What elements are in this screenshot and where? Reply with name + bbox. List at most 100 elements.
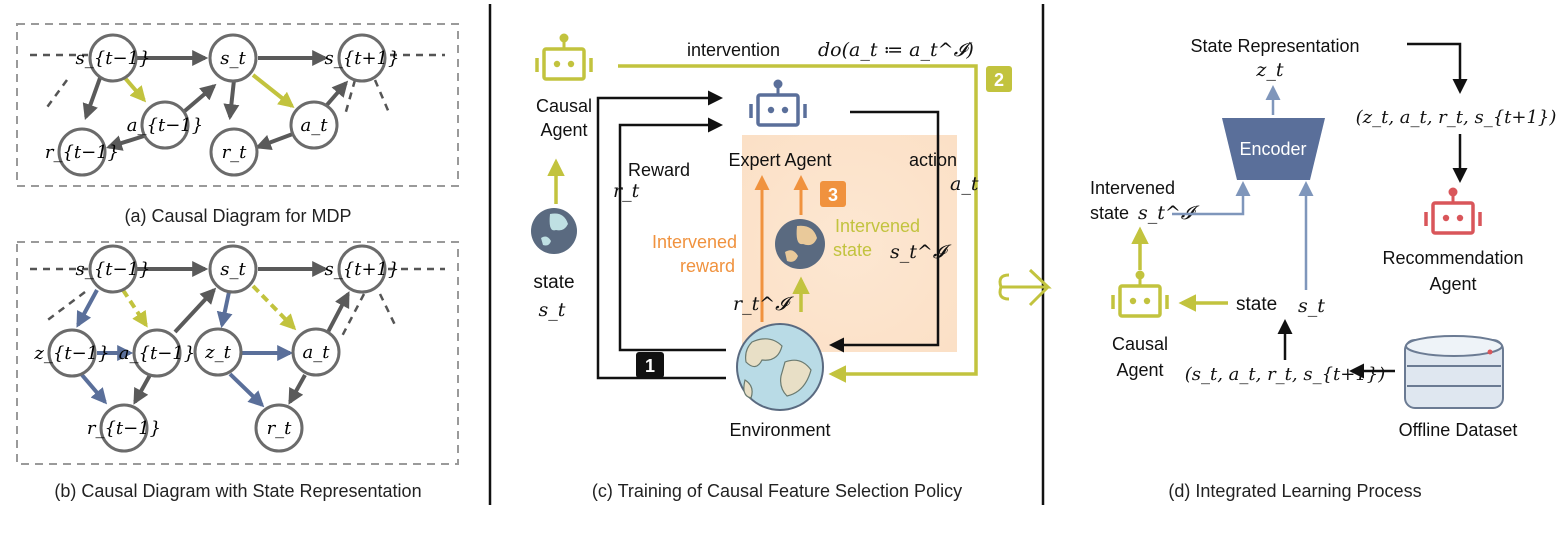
panel-b: s_{t−1} s_t s_{t+1} z_{t−1} a_{t−1} z_t … bbox=[16, 241, 459, 501]
intervened-reward-symbol: r_t^𝓘 bbox=[733, 293, 794, 315]
edge-s-t-a-t bbox=[251, 284, 297, 331]
label-a-t: a_t bbox=[303, 342, 331, 363]
state-representation-label: State Representation bbox=[1190, 36, 1359, 56]
node-s-next bbox=[337, 244, 387, 294]
action-path bbox=[829, 110, 940, 353]
edge-dash bbox=[378, 293, 397, 326]
node-z-prev bbox=[47, 328, 97, 378]
z-t-symbol: z_t bbox=[1255, 59, 1284, 81]
label-s-t: s_t bbox=[220, 259, 246, 280]
caption-b: (b) Causal Diagram with State Representa… bbox=[54, 481, 421, 501]
badge-3-label: 3 bbox=[828, 185, 838, 205]
edge-s-t-z-t bbox=[216, 291, 233, 329]
edge-dash bbox=[373, 79, 392, 116]
label-r-t: r_t bbox=[267, 418, 293, 439]
label-a-t: a_t bbox=[301, 115, 329, 136]
panel-d: State Representation z_t Encoder (z_t, a… bbox=[1090, 36, 1556, 501]
environment-label: Environment bbox=[729, 420, 830, 440]
label-r-t: r_t bbox=[222, 142, 248, 163]
intervened-to-encoder-arrow bbox=[1172, 181, 1251, 216]
globe-land bbox=[780, 359, 812, 397]
intervened-state-label-1: Intervened bbox=[835, 216, 920, 236]
intervened-state-symbol: s_t^𝓘 bbox=[890, 241, 952, 263]
edge-a-prev-r-prev bbox=[105, 134, 145, 151]
recommendation-label-1: Recommendation bbox=[1382, 248, 1523, 268]
state-symbol: s_t bbox=[1298, 295, 1325, 317]
reward-symbol: r_t bbox=[613, 180, 640, 202]
caption-d: (d) Integrated Learning Process bbox=[1168, 481, 1421, 501]
node-z-t bbox=[193, 327, 243, 377]
panel-a: s_{t−1} s_t s_{t+1} a_{t−1} a_t r_{t−1} … bbox=[16, 23, 459, 226]
state-label: state bbox=[533, 272, 574, 293]
badge-2-label: 2 bbox=[994, 70, 1004, 90]
intervened-state-label-1: Intervened bbox=[1090, 178, 1175, 198]
state-symbol: s_t bbox=[539, 299, 566, 321]
label-s-next: s_{t+1} bbox=[325, 259, 400, 280]
expert-agent-label: Expert Agent bbox=[728, 150, 831, 170]
intervened-state-symbol: s_t^𝓘 bbox=[1138, 202, 1200, 224]
intervention-label: intervention bbox=[687, 40, 780, 60]
reward-loop-inner bbox=[618, 117, 726, 352]
intervened-state-label-2: state bbox=[1090, 203, 1129, 223]
edge-a-t-s-next bbox=[326, 291, 350, 333]
label-a-prev: a_{t−1} bbox=[127, 115, 203, 136]
tuple-z: (z_t, a_t, r_t, s_{t+1}) bbox=[1356, 107, 1557, 128]
edge-a-t-r-t bbox=[288, 374, 307, 405]
edge-a-prev-s-t bbox=[178, 83, 217, 117]
causal-agent-label-1: Causal bbox=[536, 96, 592, 116]
intervened-state-label-2: state bbox=[833, 240, 872, 260]
causal-agent-label-2: Agent bbox=[1116, 360, 1163, 380]
edge-s-prev-r-prev bbox=[82, 77, 102, 121]
tuple-s: (s_t, a_t, r_t, s_{t+1}) bbox=[1185, 364, 1386, 385]
node-a-prev bbox=[132, 328, 182, 378]
node-a-t bbox=[289, 100, 339, 150]
caption-a: (a) Causal Diagram for MDP bbox=[124, 206, 351, 226]
state-icon-patch bbox=[549, 213, 568, 231]
intervened-reward-label-1: Intervened bbox=[652, 232, 737, 252]
edge-a-prev-r-prev bbox=[133, 374, 152, 405]
edge-dash bbox=[338, 293, 366, 341]
caption-c: (c) Training of Causal Feature Selection… bbox=[592, 481, 962, 501]
offline-dataset-label: Offline Dataset bbox=[1399, 420, 1518, 440]
encoder-label: Encoder bbox=[1239, 139, 1306, 159]
state-icon-patch bbox=[541, 236, 551, 246]
edge-a-t-s-next bbox=[324, 80, 349, 108]
recommendation-robot-icon bbox=[1424, 185, 1482, 235]
label-s-t: s_t bbox=[220, 48, 246, 69]
badge-2 bbox=[986, 66, 1012, 92]
badge-3 bbox=[820, 181, 846, 207]
label-r-prev: r_{t−1} bbox=[87, 418, 161, 439]
encoder-block bbox=[1222, 118, 1325, 180]
transition-arrow-icon bbox=[998, 268, 1052, 307]
label-z-t: z_t bbox=[204, 342, 231, 363]
globe-land bbox=[745, 338, 783, 368]
edge-z-t-r-t bbox=[228, 372, 265, 408]
edge-s-t-r-t bbox=[223, 79, 240, 121]
node-s-prev bbox=[88, 244, 138, 294]
rep-to-tuple-arrow bbox=[1407, 42, 1468, 94]
node-s-next bbox=[337, 33, 387, 83]
state-label: state bbox=[1236, 294, 1277, 315]
edge-dash bbox=[343, 79, 357, 116]
label-a-prev: a_{t−1} bbox=[119, 343, 195, 364]
edge-s-prev-z-prev bbox=[76, 289, 99, 328]
node-s-t bbox=[208, 244, 258, 294]
node-a-t bbox=[291, 327, 341, 377]
node-s-prev bbox=[88, 33, 138, 83]
intervention-path bbox=[618, 64, 978, 383]
edge-a-prev-s-t bbox=[173, 287, 217, 334]
edge-s-t-a-t bbox=[251, 73, 295, 108]
globe-land bbox=[743, 379, 753, 399]
edge-dash bbox=[44, 291, 86, 323]
do-expression: do(a_t ≔ a_t^𝓘) bbox=[818, 39, 974, 61]
label-z-prev: z_{t−1} bbox=[33, 343, 109, 364]
label-s-next: s_{t+1} bbox=[325, 48, 400, 69]
edge-s-prev-a-prev bbox=[123, 76, 147, 103]
badge-1 bbox=[636, 352, 664, 378]
action-label: action bbox=[909, 150, 957, 170]
causal-agent-robot-icon bbox=[535, 31, 593, 81]
node-r-t bbox=[209, 127, 259, 177]
node-r-prev bbox=[57, 127, 107, 177]
edge-dash bbox=[43, 79, 69, 111]
expert-agent-robot-icon bbox=[749, 77, 807, 127]
